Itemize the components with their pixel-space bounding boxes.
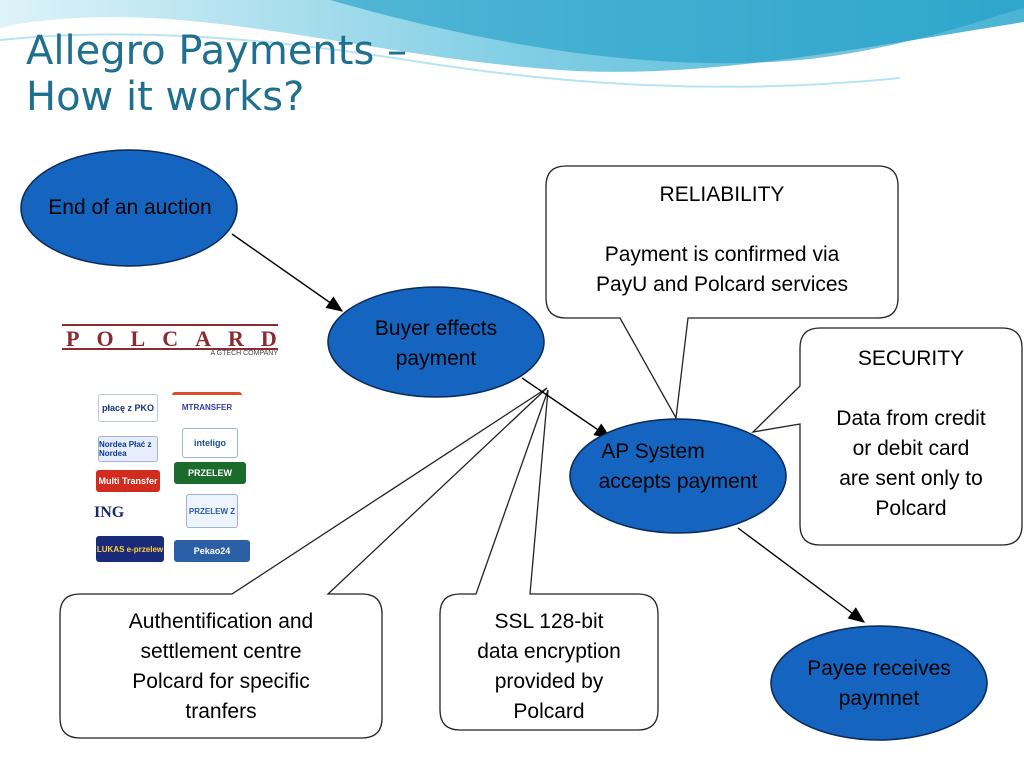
- polcard-logo: POLCARD A GTECH COMPANY: [62, 318, 278, 360]
- auth-centre-line3: Polcard for specific: [132, 670, 310, 693]
- polcard-tagline: A GTECH COMPANY: [210, 350, 278, 357]
- slide-title-line1: Allegro Payments –: [26, 28, 408, 74]
- payee-label: Payee receives paymnet: [773, 654, 985, 714]
- bank-logos: płacę z PKO MTRANSFER Nordea Płać z Nord…: [92, 384, 254, 590]
- pekao24-logo: Pekao24: [174, 540, 250, 562]
- arrow-buyer-to-ap: [521, 377, 612, 439]
- payee-line1: Payee receives: [807, 657, 951, 680]
- security-text: SECURITY Data from credit or debit card …: [801, 344, 1021, 524]
- ssl-callout: [439, 389, 659, 731]
- payee-node: [770, 625, 988, 741]
- ssl-line2: data encryption: [477, 640, 621, 663]
- auth-centre-text: Authentification and settlement centre P…: [62, 607, 380, 727]
- arrow-auction-to-buyer: [231, 233, 344, 312]
- reliability-line2: PayU and Polcard services: [595, 273, 849, 296]
- buyer-payment-line1: Buyer effects: [374, 317, 498, 340]
- ssl-line1: SSL 128-bit: [494, 610, 604, 633]
- security-line4: Polcard: [875, 497, 947, 520]
- security-heading: SECURITY: [857, 347, 965, 370]
- security-callout: [751, 327, 1023, 546]
- auction-end-text: End of an auction: [48, 196, 212, 219]
- nordea-logo: Nordea Płać z Nordea: [98, 436, 158, 462]
- reliability-heading: RELIABILITY: [659, 183, 785, 206]
- ssl-text: SSL 128-bit data encryption provided by …: [441, 607, 657, 727]
- ap-system-label: AP System accepts payment: [572, 437, 784, 497]
- slide-title: Allegro Payments – How it works?: [26, 28, 407, 120]
- pko-logo: płacę z PKO: [98, 394, 158, 422]
- ap-system-line2: accepts payment: [598, 470, 758, 493]
- reliability-callout: [545, 165, 899, 421]
- przelew-logo: PRZELEW: [174, 462, 246, 484]
- reliability-text: RELIABILITY Payment is confirmed via Pay…: [548, 180, 896, 300]
- reliability-line1: Payment is confirmed via: [604, 243, 840, 266]
- security-line2: or debit card: [852, 437, 970, 460]
- buyer-payment-node: [327, 286, 545, 398]
- security-line1: Data from credit: [836, 407, 986, 430]
- header-wave-decoration: [0, 0, 1024, 88]
- ssl-line3: provided by: [494, 670, 604, 693]
- polcard-wordmark: POLCARD: [62, 324, 278, 351]
- przelew-z-logo: PRZELEW Z: [186, 494, 238, 528]
- auction-end-label: End of an auction: [22, 193, 238, 223]
- auction-end-node: [20, 149, 238, 267]
- payee-line2: paymnet: [838, 687, 920, 710]
- ing-logo: ING: [94, 502, 164, 524]
- auth-centre-callout: [59, 387, 548, 739]
- ap-system-line1: AP System: [601, 440, 705, 463]
- slide-title-line2: How it works?: [26, 74, 305, 120]
- buyer-payment-label: Buyer effects payment: [330, 314, 542, 374]
- auth-centre-line1: Authentification and: [128, 610, 314, 633]
- ssl-line4: Polcard: [513, 700, 585, 723]
- multitransfer-logo: Multi Transfer: [96, 470, 160, 492]
- inteligo-logo: inteligo: [182, 428, 238, 458]
- arrow-ap-to-payee: [737, 527, 866, 623]
- security-line3: are sent only to: [839, 467, 983, 490]
- buyer-payment-line2: payment: [395, 347, 477, 370]
- ap-system-node: [569, 418, 787, 534]
- lukas-logo: LUKAS e-przelew: [96, 536, 164, 562]
- auth-centre-line4: tranfers: [185, 700, 257, 723]
- auth-centre-line2: settlement centre: [140, 640, 302, 663]
- mtransfer-logo: MTRANSFER: [172, 392, 242, 420]
